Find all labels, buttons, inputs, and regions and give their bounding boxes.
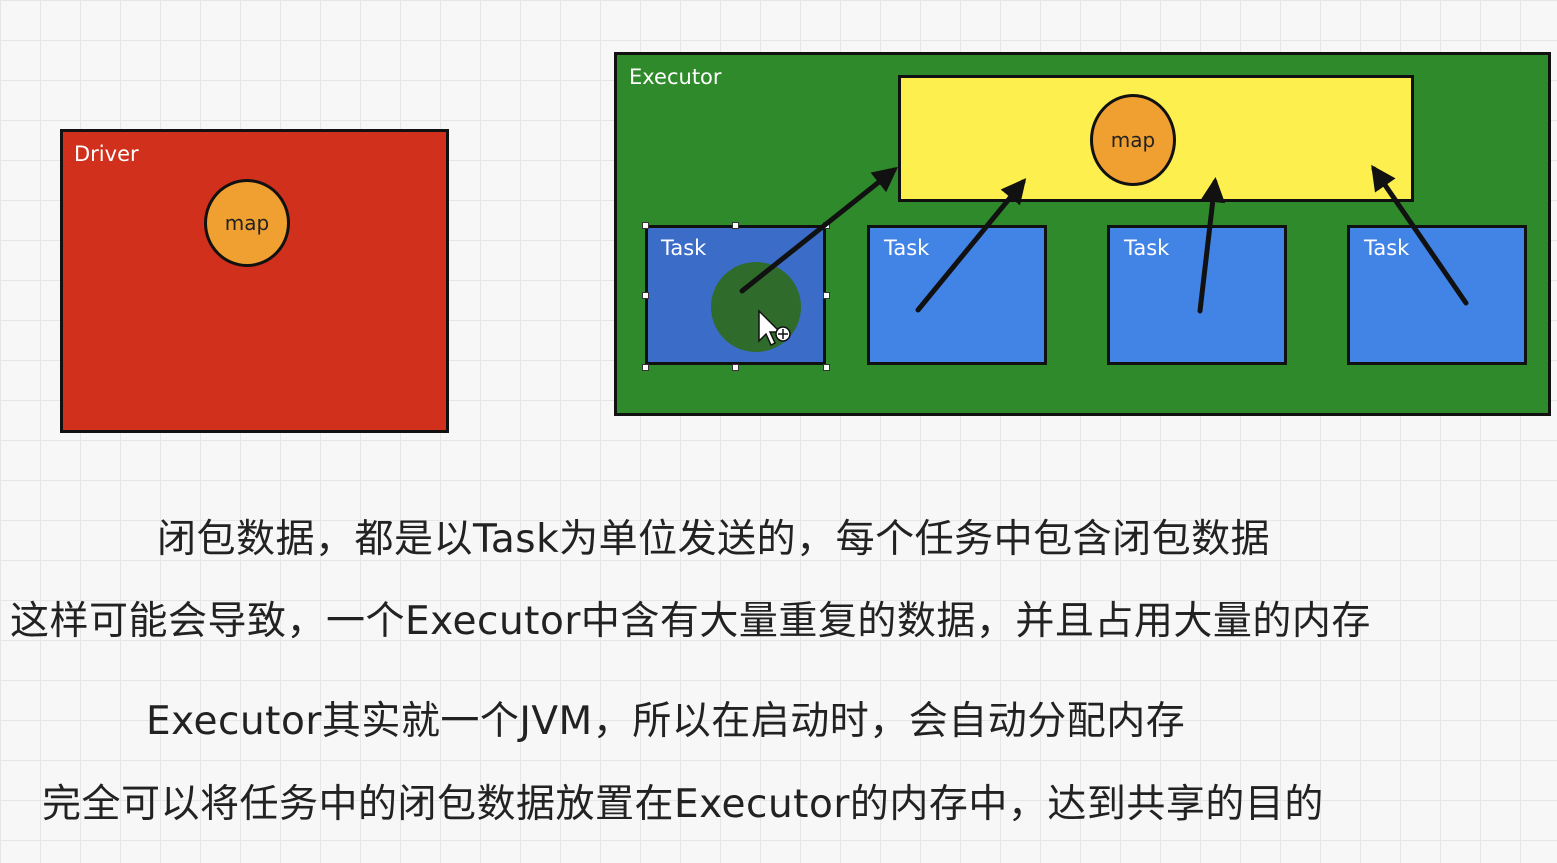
selection-handle[interactable]	[642, 222, 649, 229]
task-label: Task	[661, 236, 707, 260]
selection-handle[interactable]	[823, 364, 830, 371]
task-label: Task	[1124, 236, 1170, 260]
task-label: Task	[884, 236, 930, 260]
note-line-4: 完全可以将任务中的闭包数据放置在Executor的内存中，达到共享的目的	[42, 782, 1324, 827]
driver-map-circle: map	[204, 179, 290, 267]
selection-handle[interactable]	[823, 222, 830, 229]
selection-handle[interactable]	[732, 364, 739, 371]
selection-handle[interactable]	[732, 222, 739, 229]
selection-handle[interactable]	[642, 364, 649, 371]
note-line-2: 这样可能会导致，一个Executor中含有大量重复的数据，并且占用大量的内存	[10, 599, 1371, 644]
selection-handle[interactable]	[823, 292, 830, 299]
note-line-3: Executor其实就一个JVM，所以在启动时，会自动分配内存	[146, 699, 1186, 744]
task-box-1[interactable]: Task	[645, 225, 826, 365]
note-line-1: 闭包数据，都是以Task为单位发送的，每个任务中包含闭包数据	[157, 517, 1271, 562]
executor-map-label: map	[1110, 128, 1156, 152]
driver-box: Driver	[60, 129, 449, 433]
executor-map-circle: map	[1090, 94, 1176, 186]
task-box-4[interactable]: Task	[1347, 225, 1527, 365]
driver-label: Driver	[74, 142, 139, 166]
task-label: Task	[1364, 236, 1410, 260]
driver-map-label: map	[224, 211, 270, 235]
task-box-3[interactable]: Task	[1107, 225, 1287, 365]
task-box-2[interactable]: Task	[867, 225, 1047, 365]
selection-handle[interactable]	[642, 292, 649, 299]
executor-label: Executor	[629, 65, 722, 89]
